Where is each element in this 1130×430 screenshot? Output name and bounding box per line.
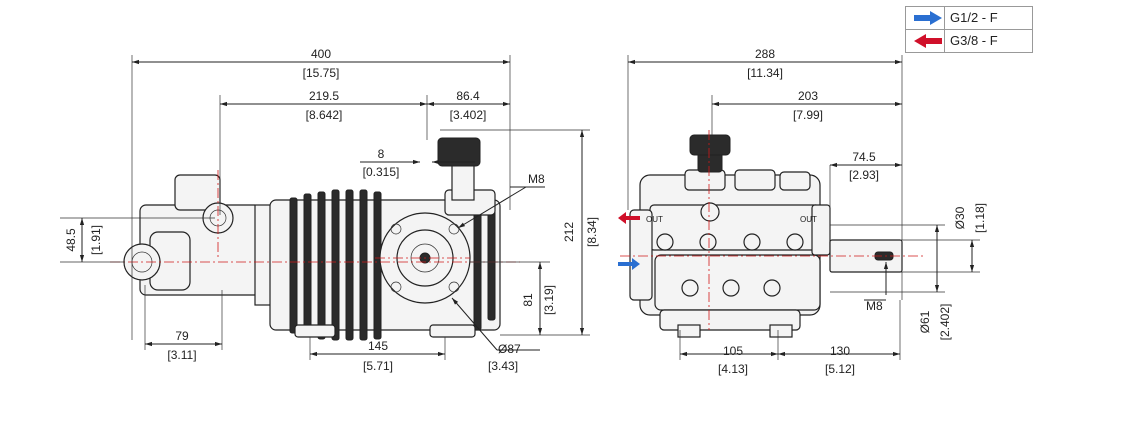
shaft-dia-mm: Ø30 xyxy=(953,206,967,229)
legend-outlet-row: G3/8 - F xyxy=(906,30,1032,52)
front-thread-label: M8 xyxy=(866,299,883,313)
shaft-height-inch: [3.19] xyxy=(542,285,556,315)
cooling-fins xyxy=(289,189,496,341)
width-a-mm: 203 xyxy=(798,89,818,103)
thread-label: M8 xyxy=(528,172,545,186)
base-b-mm: 130 xyxy=(830,344,850,358)
flange-dia-inch: [3.43] xyxy=(488,359,518,373)
length-a-inch: [8.642] xyxy=(306,108,343,122)
outlet-arrow-icon xyxy=(618,212,640,224)
legend-inlet-label: G1/2 - F xyxy=(950,10,998,25)
legend-outlet-label: G3/8 - F xyxy=(950,33,998,48)
front-flange-dia-inch: [2.402] xyxy=(938,304,952,341)
height-mm: 212 xyxy=(562,222,576,242)
port-legend: G1/2 - F G3/8 - F xyxy=(905,6,1033,53)
width-a-inch: [7.99] xyxy=(793,108,823,122)
out-port-label-right: OUT xyxy=(800,215,817,224)
base-length-inch: [5.71] xyxy=(363,359,393,373)
overall-length-inch: [15.75] xyxy=(303,66,340,80)
base-a-mm: 105 xyxy=(723,344,743,358)
side-pump-body xyxy=(123,137,501,341)
flange-dia-mm: Ø87 xyxy=(498,342,521,356)
length-b-inch: [3.402] xyxy=(450,108,487,122)
inlet-dist-mm: 79 xyxy=(175,329,189,343)
front-flange-dia-mm: Ø61 xyxy=(918,310,932,333)
front-view: OUT OUT 288 [11.34] 20 xyxy=(618,47,987,376)
base-b-inch: [5.12] xyxy=(825,362,855,376)
inlet-height-mm: 48.5 xyxy=(64,228,78,252)
shaft-length-inch: [2.93] xyxy=(849,168,879,182)
shaft-dia-inch: [1.18] xyxy=(973,203,987,233)
shaft-height-mm: 81 xyxy=(521,293,535,307)
red-arrow-icon xyxy=(914,34,942,48)
inlet-arrow-icon xyxy=(618,258,640,270)
overall-length-mm: 400 xyxy=(311,47,331,61)
base-length-mm: 145 xyxy=(368,339,388,353)
base-a-inch: [4.13] xyxy=(718,362,748,376)
legend-inlet-row: G1/2 - F xyxy=(906,7,1032,29)
blue-arrow-icon xyxy=(914,11,942,25)
out-port-label-left: OUT xyxy=(646,215,663,224)
length-b-mm: 86.4 xyxy=(456,89,480,103)
front-width-inch: [11.34] xyxy=(747,66,783,80)
inlet-height-inch: [1.91] xyxy=(89,225,103,255)
shaft-length-mm: 74.5 xyxy=(852,150,876,164)
length-a-mm: 219.5 xyxy=(309,89,339,103)
inlet-dist-inch: [3.11] xyxy=(167,348,196,362)
height-inch: [8.34] xyxy=(585,217,599,247)
legend-separator xyxy=(906,29,1032,30)
offset-inch: [0.315] xyxy=(363,165,400,179)
side-view: 400 [15.75] 219.5 [8.642] 86.4 [3.402] 8… xyxy=(60,47,599,373)
offset-mm: 8 xyxy=(378,147,385,161)
front-width-mm: 288 xyxy=(755,47,775,61)
